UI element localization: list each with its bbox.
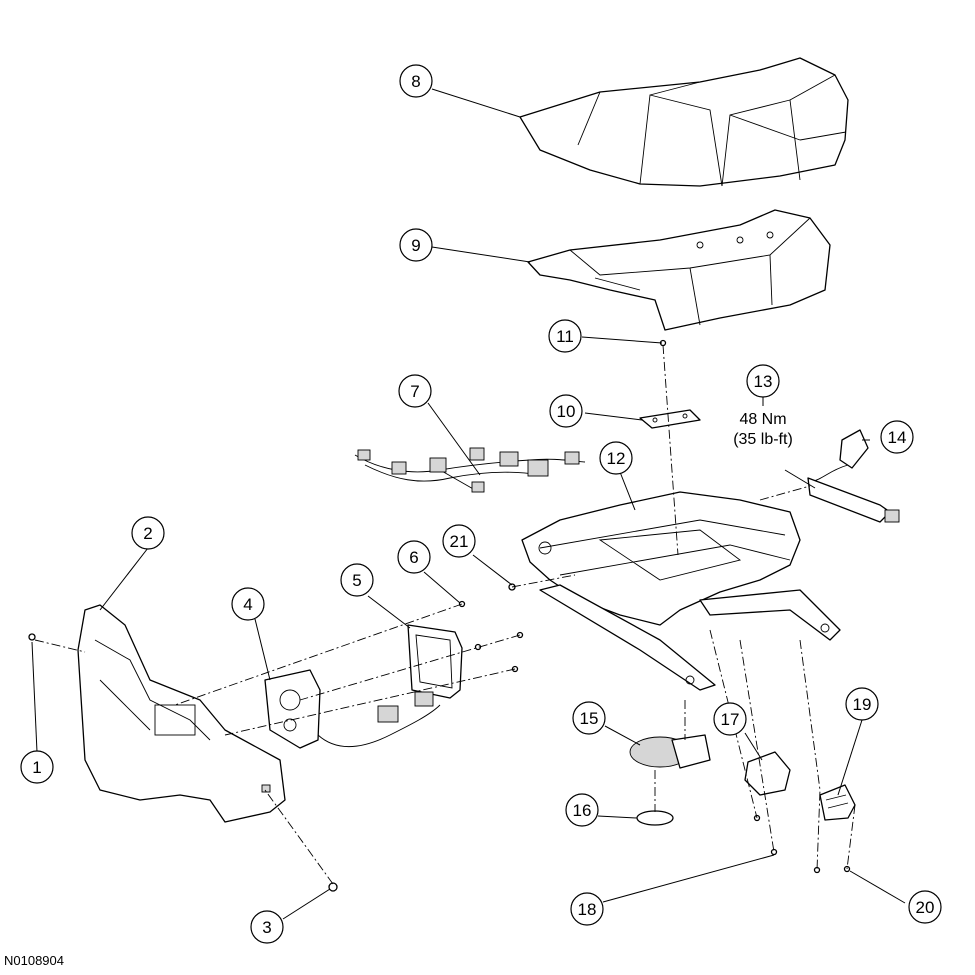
callout-13: 13 <box>746 364 780 398</box>
callout-2: 2 <box>131 516 165 550</box>
part-2-outboard-trim-panel <box>77 604 286 823</box>
svg-text:11: 11 <box>556 327 574 346</box>
part-17-control-module <box>744 751 791 796</box>
svg-text:21: 21 <box>450 532 469 551</box>
callout-10: 10 <box>549 394 583 428</box>
part-5-switch-bezel <box>407 624 463 699</box>
callout-14: 14 <box>880 420 914 454</box>
figure-id: N0108904 <box>4 953 64 968</box>
callout-12: 12 <box>599 441 633 475</box>
callout-18: 18 <box>570 892 604 926</box>
leader-lines <box>31 88 906 920</box>
fastener-21 <box>508 583 516 591</box>
callout-20: 20 <box>908 890 942 924</box>
svg-text:10: 10 <box>557 402 576 421</box>
svg-text:7: 7 <box>410 382 419 401</box>
svg-text:19: 19 <box>853 695 872 714</box>
svg-text:16: 16 <box>573 801 592 820</box>
callout-6: 6 <box>397 540 431 574</box>
torque-imperial: (35 lb-ft) <box>733 431 793 448</box>
part-8-cushion-cover <box>519 57 849 187</box>
torque-metric: 48 Nm <box>739 411 786 428</box>
svg-text:1: 1 <box>32 758 41 777</box>
part-15-module <box>629 734 711 769</box>
callout-3: 3 <box>250 910 284 944</box>
callout-11: 11 <box>548 319 582 353</box>
svg-text:17: 17 <box>721 710 740 729</box>
part-9-cushion-pad <box>527 209 831 331</box>
part-10-bracket <box>639 409 701 429</box>
callout-9: 9 <box>399 228 433 262</box>
svg-text:2: 2 <box>143 524 152 543</box>
callout-5: 5 <box>340 563 374 597</box>
part-19-module <box>819 784 856 821</box>
part-7-wiring-harness <box>354 447 586 493</box>
svg-text:15: 15 <box>580 709 599 728</box>
svg-text:6: 6 <box>409 548 418 567</box>
svg-text:4: 4 <box>243 595 252 614</box>
svg-text:12: 12 <box>607 449 626 468</box>
fasteners <box>28 339 851 892</box>
torque-spec: 48 Nm (35 lb-ft) <box>733 411 793 448</box>
callout-8: 8 <box>399 64 433 98</box>
callout-1: 1 <box>20 750 54 784</box>
svg-text:20: 20 <box>916 898 935 917</box>
svg-text:14: 14 <box>888 428 907 447</box>
svg-text:18: 18 <box>578 900 597 919</box>
svg-text:5: 5 <box>352 571 361 590</box>
callouts: 1 2 3 4 5 6 7 8 9 10 11 <box>20 64 942 944</box>
callout-16: 16 <box>565 793 599 827</box>
assembly-lines <box>34 344 856 885</box>
part-16-cap <box>636 810 674 826</box>
fastener-3 <box>328 882 338 892</box>
svg-text:3: 3 <box>262 918 271 937</box>
callout-19: 19 <box>845 687 879 721</box>
svg-text:9: 9 <box>411 236 420 255</box>
fastener-1 <box>28 633 36 641</box>
callout-7: 7 <box>398 374 432 408</box>
svg-text:8: 8 <box>411 72 420 91</box>
part-14-seat-belt-buckle <box>807 429 900 523</box>
part-12-seat-frame <box>521 491 841 691</box>
svg-text:13: 13 <box>754 372 773 391</box>
switch-wiring-pigtail <box>317 691 441 747</box>
callout-15: 15 <box>572 701 606 735</box>
callout-21: 21 <box>442 524 476 558</box>
part-4-seat-switch <box>264 669 321 749</box>
callout-4: 4 <box>231 587 265 621</box>
callout-17: 17 <box>713 702 747 736</box>
